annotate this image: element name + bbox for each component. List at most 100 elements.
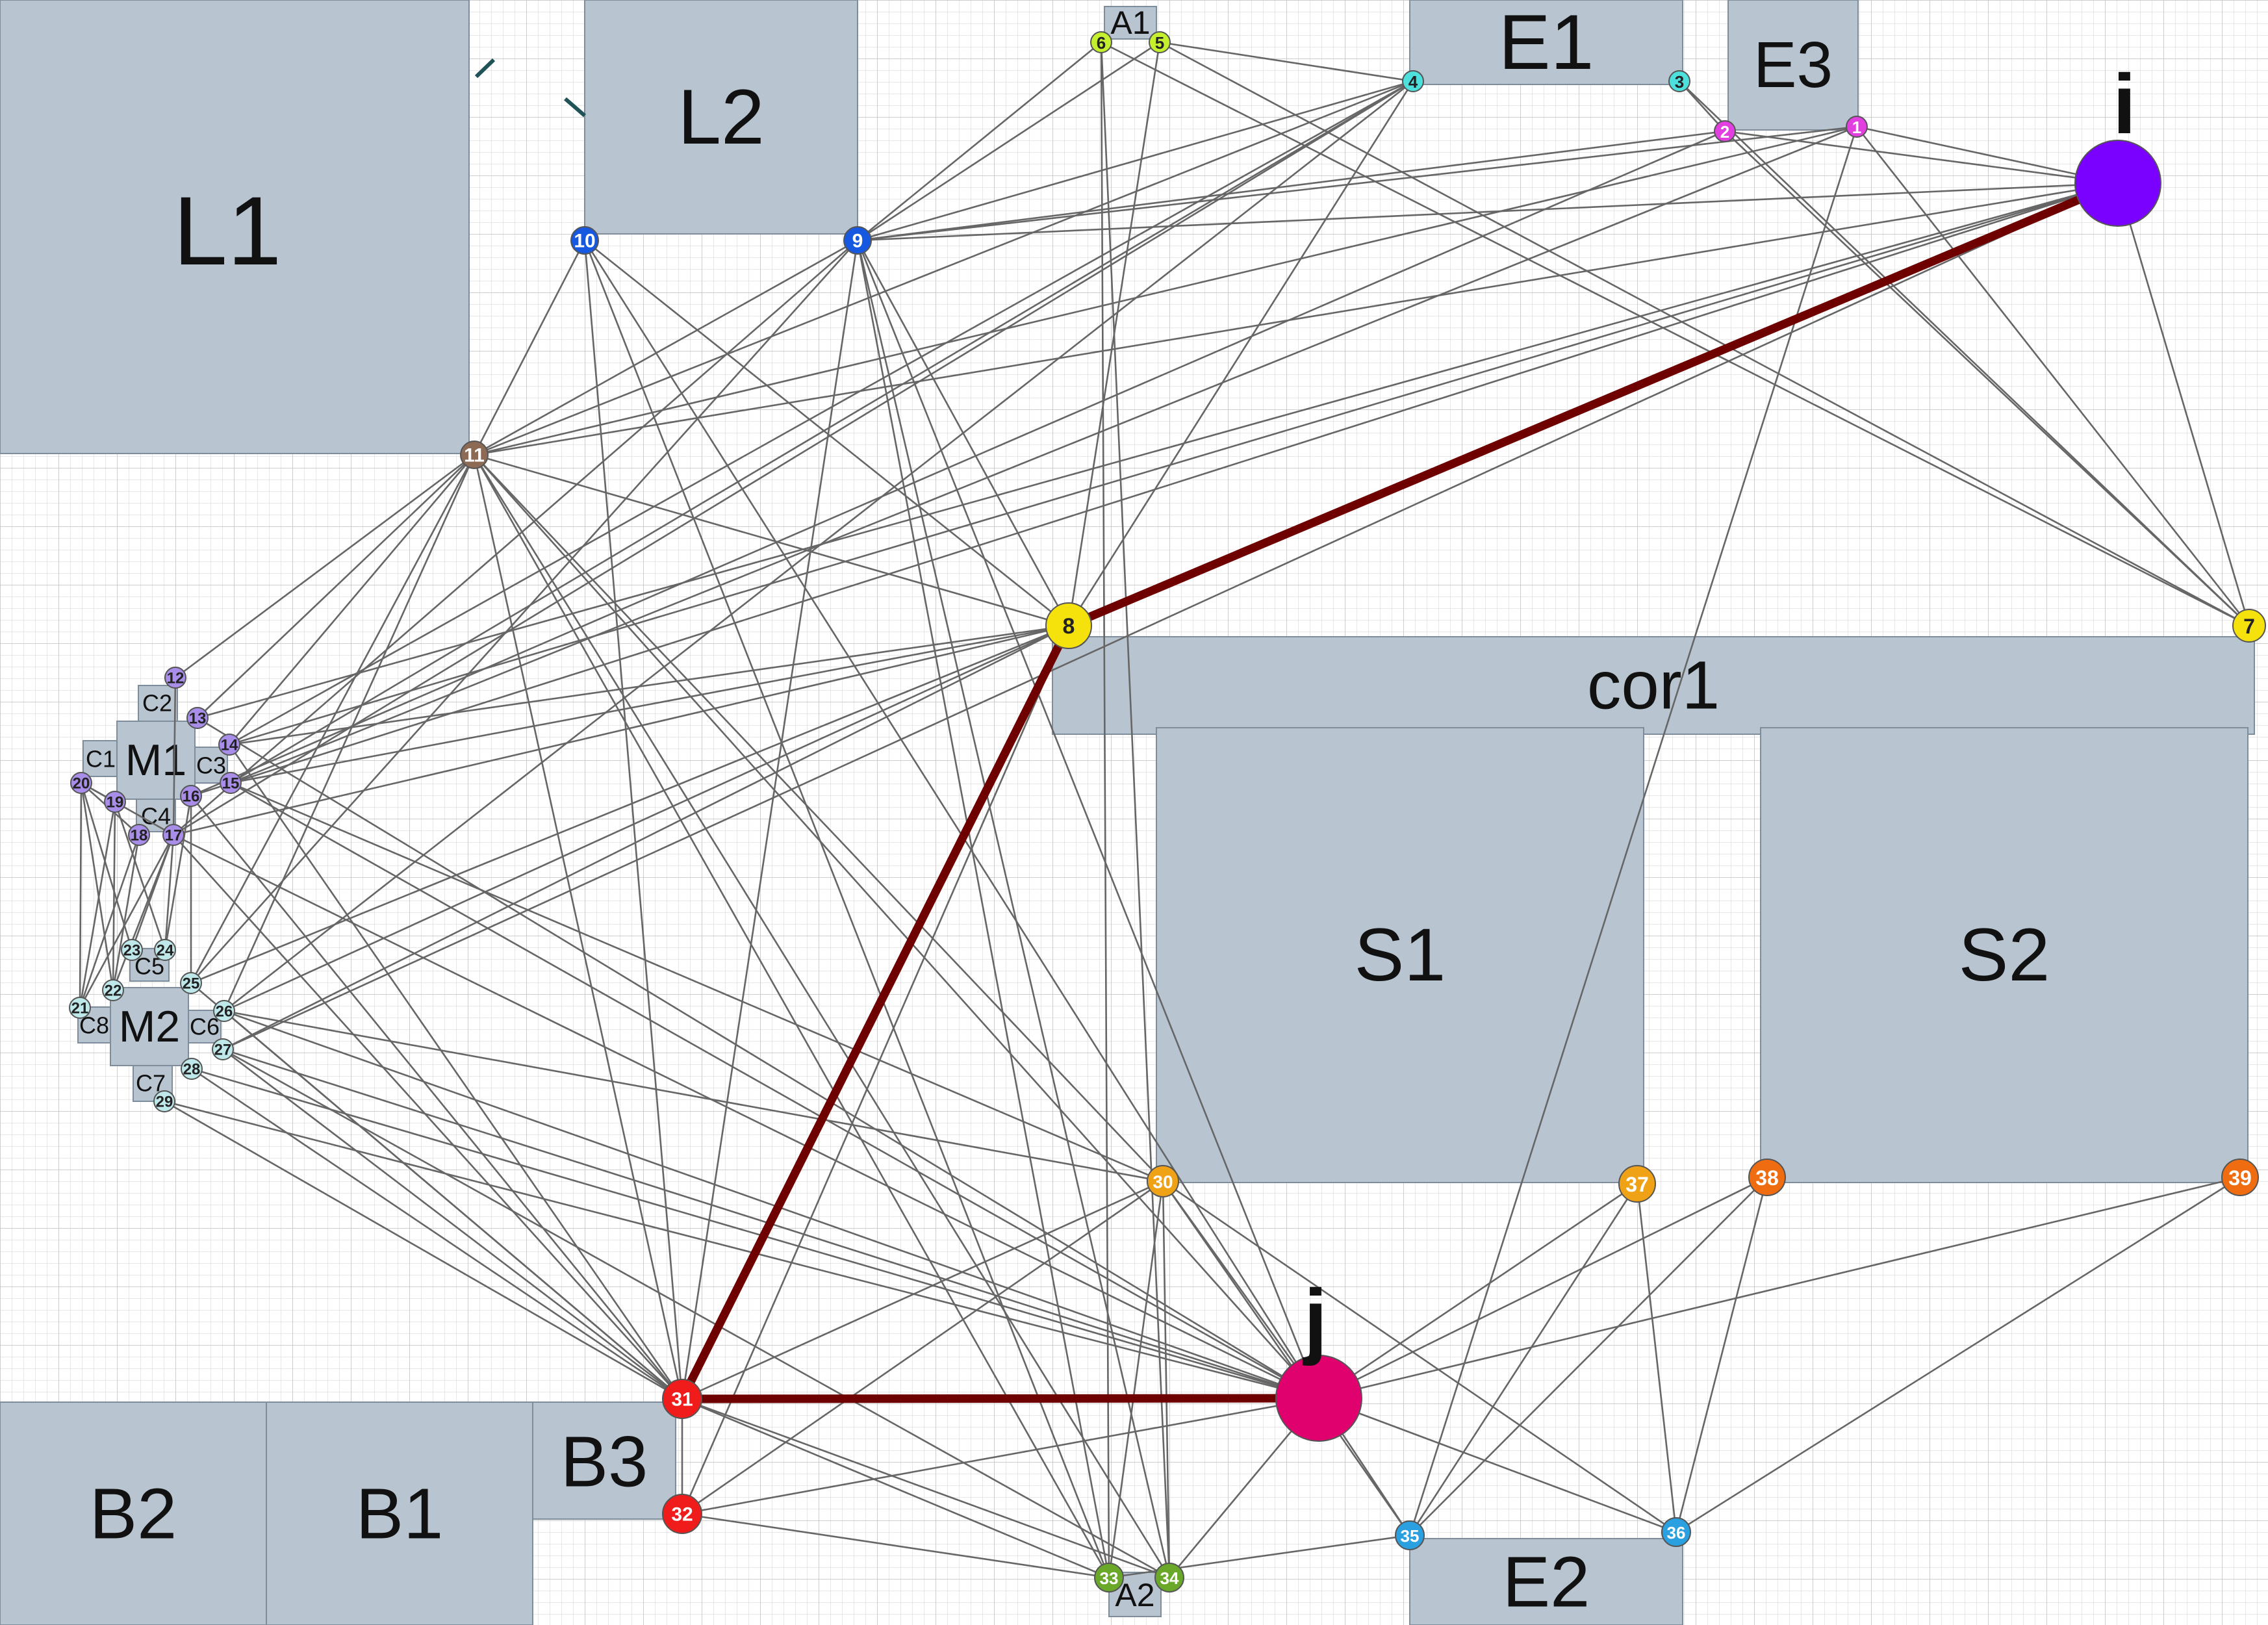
node-label: 20 xyxy=(73,775,90,793)
room-a1: A1 xyxy=(1104,5,1157,41)
edge-31-34 xyxy=(682,1398,1170,1579)
node-label: 8 xyxy=(1063,614,1075,639)
node-i: i xyxy=(2074,57,2161,227)
edge-10-j xyxy=(583,240,1320,1399)
node-label: 13 xyxy=(189,710,207,728)
room-b3: B3 xyxy=(532,1401,676,1520)
node-label: i xyxy=(2113,57,2136,151)
path-edge-31-j xyxy=(678,1394,1323,1403)
node-circle xyxy=(104,791,126,813)
node-33: 33 xyxy=(1094,1563,1124,1593)
node-26: 26 xyxy=(213,1000,235,1022)
node-circle xyxy=(843,226,872,255)
edge-8-14 xyxy=(229,624,1069,746)
edge-11-26 xyxy=(223,454,476,1012)
room-c1: C1 xyxy=(83,740,120,777)
node-circle xyxy=(213,1000,235,1022)
edge-6-7 xyxy=(1101,41,2250,627)
node-circle xyxy=(180,972,202,994)
edge-20-21 xyxy=(79,782,83,1008)
node-label: 18 xyxy=(131,827,148,845)
node-label: 6 xyxy=(1097,33,1106,53)
edge-11-9 xyxy=(474,239,858,456)
edge-10-8 xyxy=(584,239,1069,627)
edge-6-34 xyxy=(1100,42,1171,1578)
node-circle xyxy=(1090,31,1112,53)
node-37: 37 xyxy=(1618,1165,1656,1203)
node-15: 15 xyxy=(220,772,242,794)
edge-29-j xyxy=(164,1100,1319,1400)
edge-9-34 xyxy=(856,240,1171,1578)
room-l2: L2 xyxy=(584,0,858,235)
node-label: 37 xyxy=(1625,1173,1649,1196)
edge-i-7 xyxy=(2117,183,2250,626)
node-label: 22 xyxy=(105,982,122,1000)
edge-28-j xyxy=(191,1068,1319,1400)
node-6: 6 xyxy=(1090,31,1112,53)
node-circle xyxy=(186,707,209,729)
node-label: 23 xyxy=(123,942,141,960)
edge-5-7 xyxy=(1159,41,2250,627)
room-e1: E1 xyxy=(1409,0,1683,86)
node-circle xyxy=(212,1038,234,1060)
path-edge-i-8 xyxy=(1064,179,2122,630)
node-28: 28 xyxy=(181,1058,203,1080)
node-38: 38 xyxy=(1748,1158,1786,1196)
node-18: 18 xyxy=(128,824,150,846)
node-label: 3 xyxy=(1675,72,1684,92)
room-a1-box xyxy=(1104,6,1157,40)
node-circle xyxy=(1147,1165,1179,1197)
edge-1-i xyxy=(1856,125,2119,185)
markers-layer xyxy=(474,58,586,118)
path-edge-8-31 xyxy=(678,621,1073,1403)
edge-11-14 xyxy=(229,454,475,745)
room-label: L1 xyxy=(173,176,282,285)
node-circle xyxy=(1748,1158,1786,1196)
node-label: 33 xyxy=(1100,1568,1119,1588)
node-circle xyxy=(662,1379,702,1419)
node-label: 30 xyxy=(1153,1172,1173,1192)
edge-8-17 xyxy=(173,624,1069,836)
edge-1-7 xyxy=(1855,126,2250,626)
node-label: 7 xyxy=(2243,615,2255,638)
edge-17-24 xyxy=(164,834,175,951)
room-s1: S1 xyxy=(1156,727,1644,1183)
room-c2-box xyxy=(138,685,178,722)
node-32: 32 xyxy=(662,1494,702,1534)
node-label: 35 xyxy=(1401,1526,1420,1546)
node-label: 10 xyxy=(574,231,595,252)
edge-8-25 xyxy=(190,624,1069,984)
node-label: 27 xyxy=(214,1042,232,1059)
room-l1: L1 xyxy=(0,0,470,454)
edge-37-35 xyxy=(1408,1183,1638,1536)
node-label: 16 xyxy=(183,788,200,806)
node-circle xyxy=(162,824,185,846)
edge-31-33 xyxy=(682,1398,1110,1579)
edge-1-35 xyxy=(1408,126,1858,1536)
dash-marker xyxy=(474,58,496,79)
edge-19-24 xyxy=(114,801,166,951)
node-circle xyxy=(70,772,92,794)
node-5: 5 xyxy=(1149,31,1171,53)
node-circle xyxy=(1846,116,1868,138)
room-b3-box xyxy=(532,1401,676,1520)
node-label: 4 xyxy=(1408,72,1418,92)
node-circle xyxy=(662,1494,702,1534)
node-label: 25 xyxy=(183,975,200,993)
node-label: 24 xyxy=(157,942,174,960)
node-label: 34 xyxy=(1160,1568,1179,1588)
room-c1-box xyxy=(83,740,120,777)
edge-32-j xyxy=(682,1397,1319,1515)
room-m2-box xyxy=(110,987,189,1066)
edge-2-i xyxy=(1724,130,2119,185)
node-circle xyxy=(164,667,186,689)
edge-26-j xyxy=(223,1010,1319,1400)
room-c2: C2 xyxy=(138,685,178,722)
node-label: 5 xyxy=(1155,33,1164,53)
edge-27-34 xyxy=(222,1048,1170,1579)
edge-2-7 xyxy=(1724,131,2250,626)
room-l1-box xyxy=(0,0,470,454)
room-label: E1 xyxy=(1499,0,1594,86)
